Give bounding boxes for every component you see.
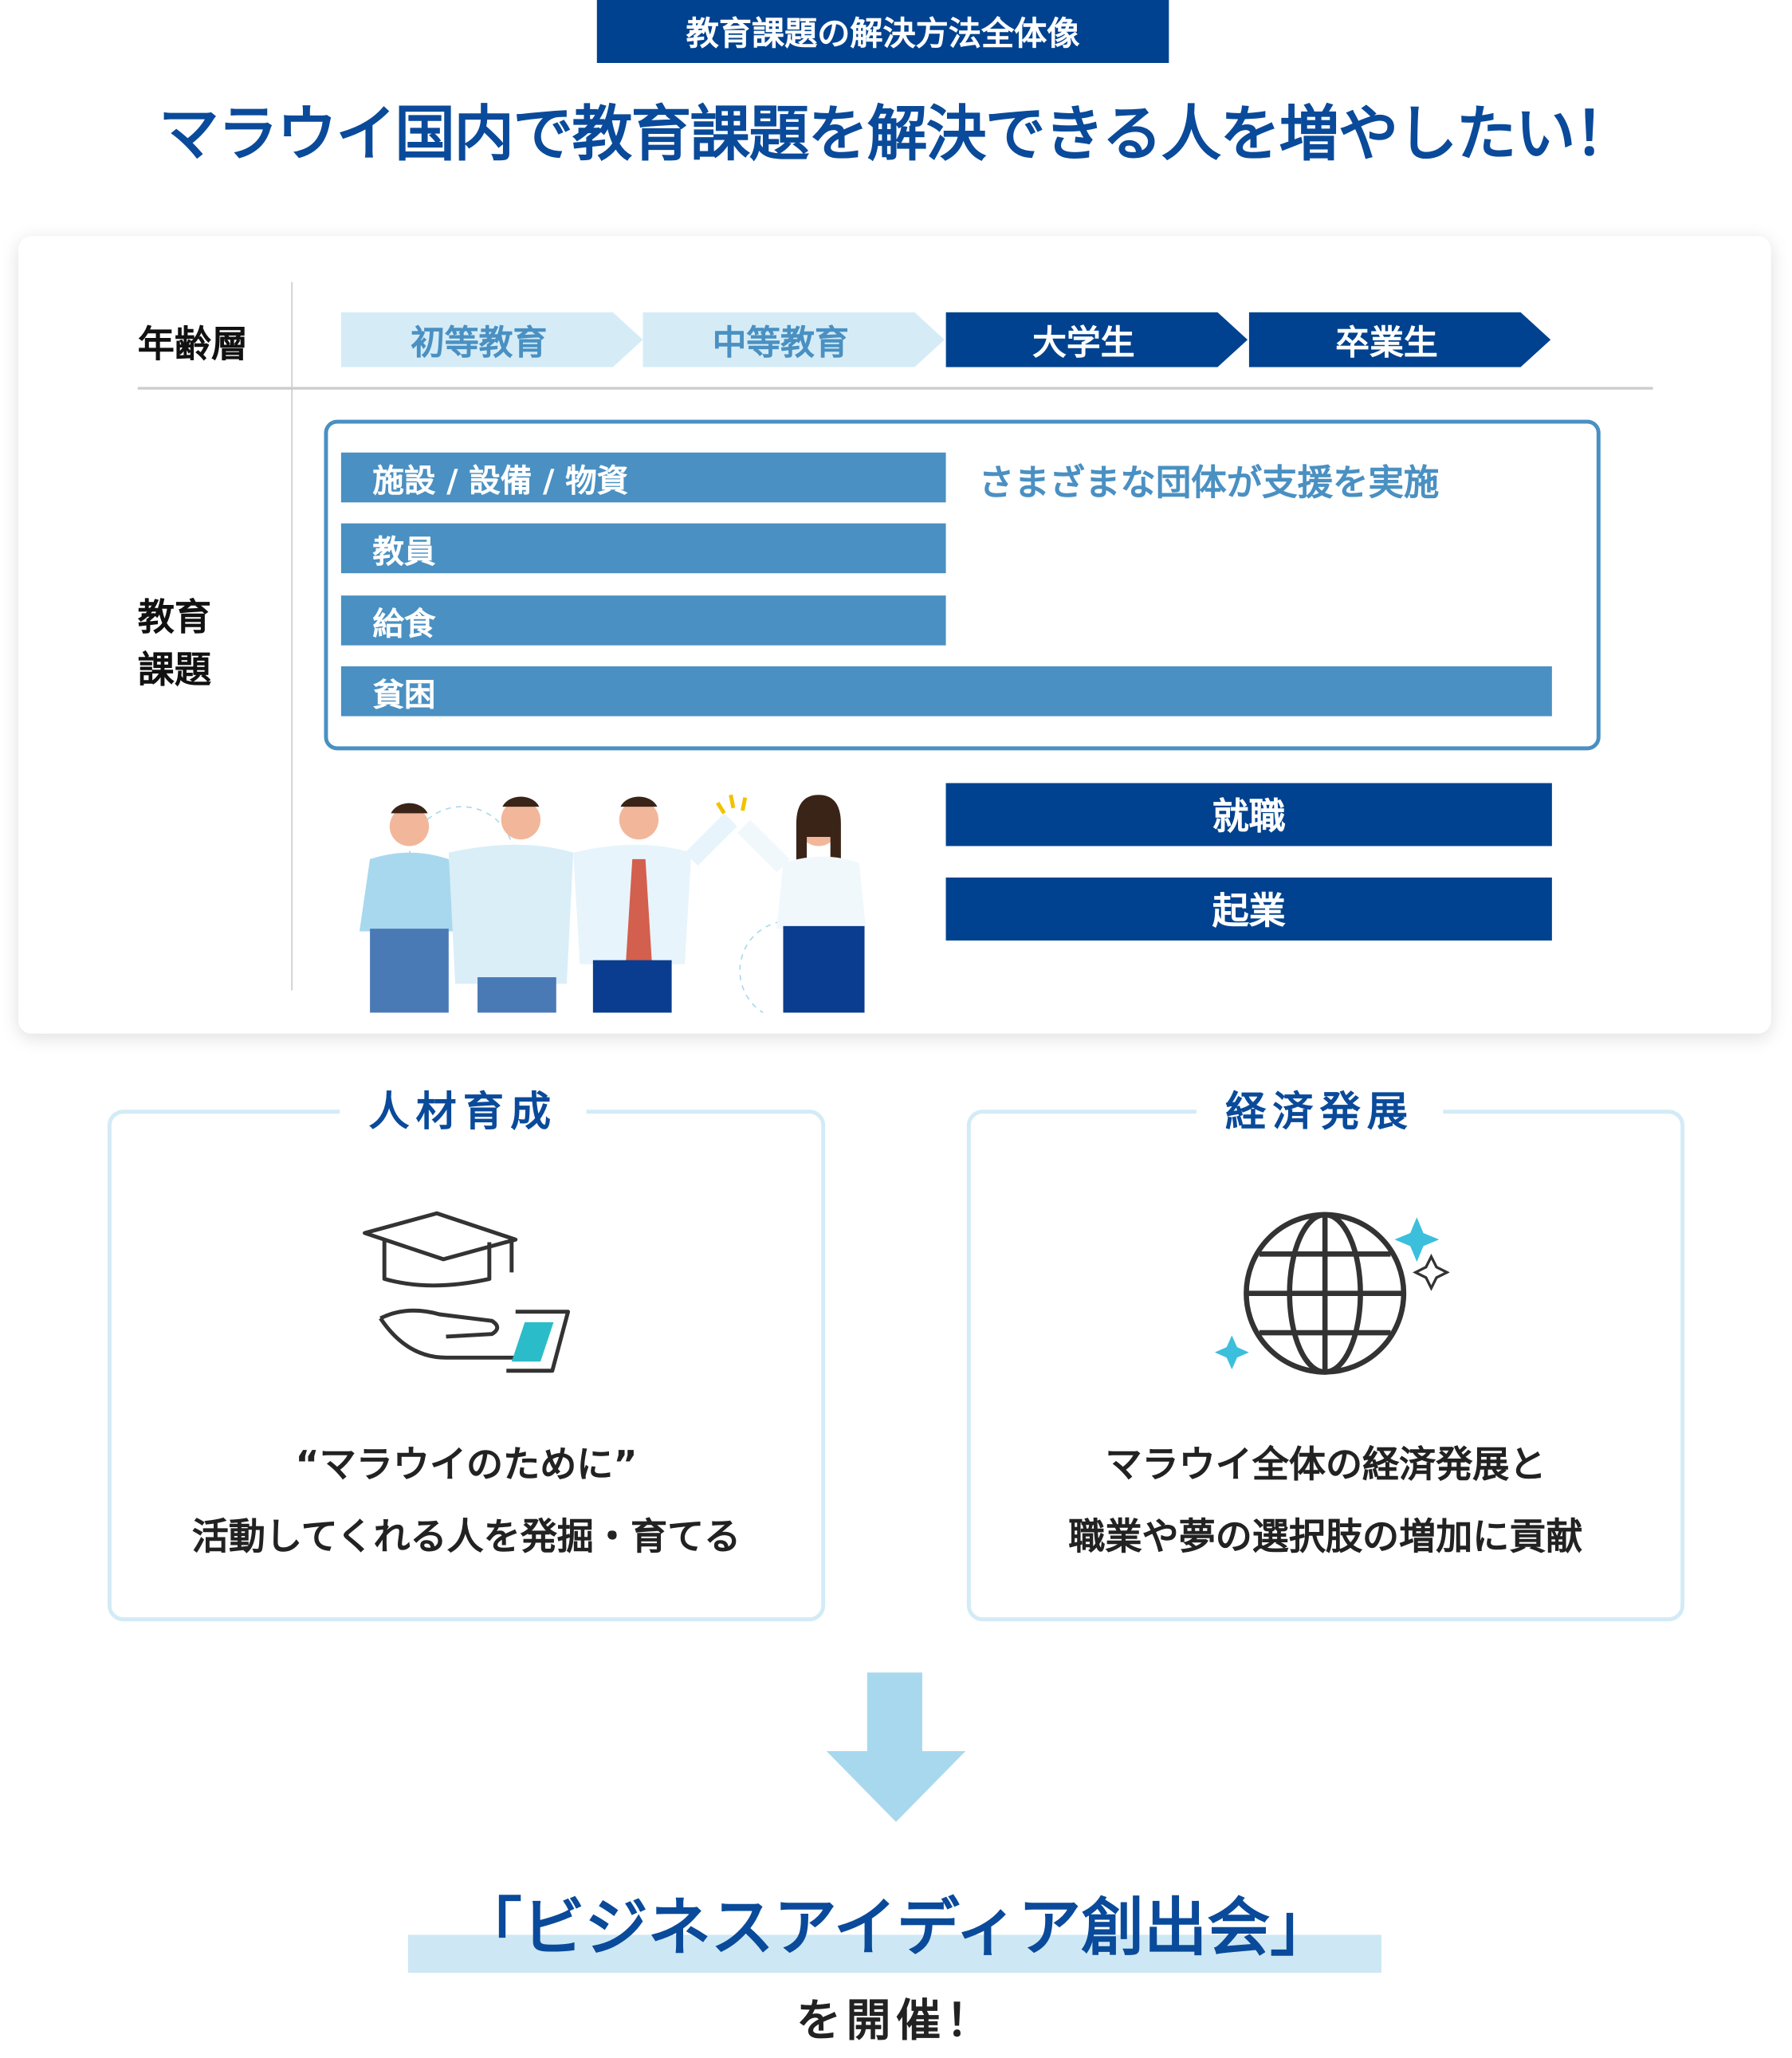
- pillar-text-economy-2: 職業や夢の選択肢の増加に貢献: [1068, 1514, 1583, 1559]
- issues-label-2: 課題: [137, 647, 211, 692]
- pillar-text-talent-2: 活動してくれる人を発掘・育てる: [191, 1514, 741, 1559]
- page-title: マラウイ国内で教育課題を解決できる人を増やしたい！: [159, 98, 1635, 170]
- pillar-heading-economy: 経済発展: [1196, 1078, 1444, 1137]
- pillar-heading-talent: 人材育成: [340, 1078, 587, 1137]
- support-note: さまざまな団体が支援を実施: [978, 462, 1440, 504]
- divider-horizontal: [137, 387, 1653, 390]
- stage-primary: 初等教育: [340, 312, 643, 367]
- stage-secondary: 中等教育: [643, 312, 945, 367]
- event-highlight: [407, 1934, 1381, 1974]
- globe-icon: [1214, 1212, 1450, 1375]
- issues-box: [324, 419, 1601, 751]
- issue-teachers: 教員: [340, 523, 946, 574]
- stage-graduate: 卒業生: [1248, 312, 1551, 367]
- pillar-text-talent-1: “マラウイのために”: [295, 1443, 638, 1487]
- issue-facilities: 施設 / 設備 / 物資: [340, 452, 946, 503]
- issue-poverty: 貧困: [340, 666, 1552, 717]
- people-illustration: [359, 794, 867, 1013]
- graduation-cap-hand-icon: [363, 1211, 571, 1373]
- event-title: 「ビジネスアイディア創出会」: [458, 1891, 1334, 1966]
- event-suffix: を開催！: [796, 1995, 996, 2048]
- divider-vertical: [291, 281, 293, 991]
- age-label: 年齢層: [137, 322, 249, 367]
- section-tag: 教育課題の解決方法全体像: [596, 0, 1169, 63]
- outcome-startup: 起業: [945, 877, 1552, 941]
- down-arrow-icon: [826, 1672, 966, 1822]
- pillar-text-economy-1: マラウイ全体の経済発展と: [1105, 1443, 1546, 1487]
- issues-label-1: 教育: [137, 595, 211, 639]
- stage-university: 大学生: [945, 312, 1248, 367]
- issue-meals: 給食: [340, 595, 946, 646]
- outcome-employment: 就職: [945, 783, 1552, 846]
